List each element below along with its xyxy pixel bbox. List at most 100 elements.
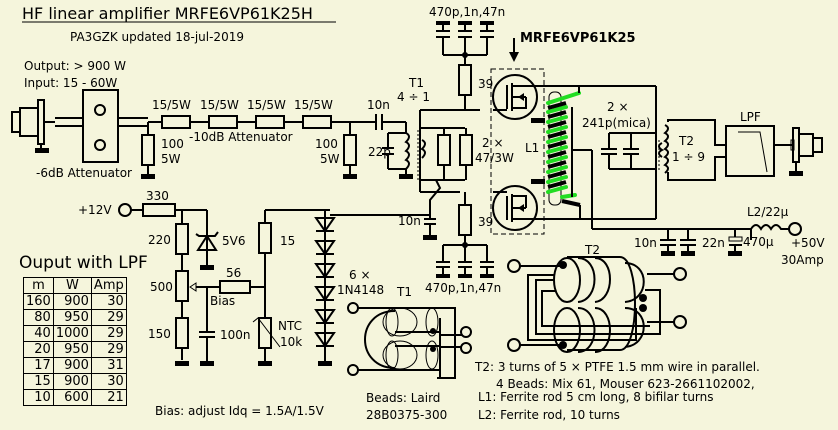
t2-output-transformer <box>663 119 726 181</box>
resistor-47-2 <box>459 134 473 166</box>
diode-1n4148-icon <box>314 332 336 348</box>
resistor-39-bottom <box>458 204 472 236</box>
zener-diode-icon <box>195 231 219 251</box>
table-cell: 900 <box>52 293 92 310</box>
supply-12v-terminal[interactable] <box>118 203 132 217</box>
t2-name-label: T2 <box>678 134 694 148</box>
t1-ratio-label: 4 ÷ 1 <box>397 90 430 104</box>
resistor-100-shunt-1 <box>141 134 155 166</box>
cap-mica-value-label: 241p(mica) <box>582 116 651 130</box>
caps-bottom-label: 470p,1n,47n <box>425 281 501 295</box>
cap-mica-count-label: 2 × <box>607 100 629 114</box>
potentiometer-500-label: 500 <box>150 280 173 294</box>
supply-caps <box>660 229 743 256</box>
resistor-39-bottom-label: 39 <box>478 215 493 229</box>
table-cell: 17 <box>23 357 54 374</box>
resistor-15-4-label: 15/5W <box>294 98 333 112</box>
cap-22n-label: 22n <box>702 236 725 250</box>
mosfet-top-icon <box>492 74 538 120</box>
diode-1n4148-icon <box>314 263 336 279</box>
table-header-cell: W <box>52 277 92 294</box>
lpf-block <box>725 125 775 177</box>
subtitle: PA3GZK updated 18-jul-2019 <box>70 30 244 44</box>
attenuator-6db-label: -6dB Attenuator <box>36 166 132 180</box>
beads-note: 4 Beads: Mix 61, Mouser 623-2661102002, <box>496 377 755 391</box>
decoupling-caps-top <box>436 21 494 65</box>
resistor-56 <box>219 280 251 294</box>
ground-icon <box>423 235 437 240</box>
table-cell: 29 <box>90 325 127 342</box>
table-cell: 40 <box>23 325 54 342</box>
resistor-100-shunt-2 <box>343 134 357 166</box>
table-cell: 30 <box>90 373 127 390</box>
supply-50v-terminal[interactable] <box>788 222 802 236</box>
wiper-arrow-icon[interactable] <box>189 282 197 292</box>
resistor-100b-value: 100 <box>315 137 338 151</box>
diode-string-icon <box>314 210 336 362</box>
table-header-cell: m <box>23 277 54 294</box>
diode-1n4148-icon <box>314 240 336 256</box>
output-connector-icon <box>789 127 823 176</box>
table-header-cell: Amp <box>90 277 127 294</box>
table-cell: 21 <box>90 389 127 406</box>
table-cell: 900 <box>52 373 92 390</box>
spec-input: Input: 15 - 60W <box>24 76 117 90</box>
zener-5v6-label: 5V6 <box>222 234 245 248</box>
input-connector-icon <box>11 99 55 153</box>
table-cell: 600 <box>52 389 92 406</box>
potentiometer-500 <box>175 270 189 302</box>
l1-note: L1: Ferrite rod 5 cm long, 8 bifilar tur… <box>478 390 714 404</box>
spec-output: Output: > 900 W <box>24 59 126 73</box>
table-cell: 30 <box>90 293 127 310</box>
supply-current-label: 30Amp <box>781 253 824 267</box>
ntc-value-label: 10k <box>280 335 302 349</box>
t2-note: T2: 3 turns of 5 × PTFE 1.5 mm wire in p… <box>474 360 760 374</box>
t1-balun-drawing <box>347 302 472 379</box>
table-cell: 900 <box>52 357 92 374</box>
resistor-47-1 <box>437 134 451 166</box>
cap-470u-label: 470µ <box>743 235 774 249</box>
beads-part-label: 28B0375-300 <box>366 408 447 422</box>
diodes-count-label: 6 × <box>349 268 371 282</box>
resistor-15-bias-label: 15 <box>280 234 295 248</box>
resistor-15-2-label: 15/5W <box>200 98 239 112</box>
resistor-15-3-label: 15/5W <box>247 98 286 112</box>
l1-inductor <box>546 91 581 207</box>
diodes-part-label: 1N4148 <box>337 283 384 297</box>
bias-note: Bias: adjust Idq = 1.5A/1.5V <box>155 404 325 418</box>
mosfet-bottom-icon <box>492 185 538 231</box>
diode-1n4148-icon <box>314 217 336 233</box>
ground-icon <box>343 174 357 179</box>
resistor-220 <box>175 223 189 255</box>
resistor-47-count-label: 2 × <box>482 136 504 150</box>
resistor-39-top-label: 39 <box>478 77 493 91</box>
cap-10n-output-label: 10n <box>634 236 657 250</box>
t1-balun-label: T1 <box>396 285 412 299</box>
l2-label: L2/22µ <box>747 205 789 219</box>
table-cell: 29 <box>90 309 127 326</box>
resistor-220-label: 220 <box>148 233 171 247</box>
transistor-package <box>490 68 545 235</box>
ntc-label: NTC <box>278 319 302 333</box>
resistor-39-top <box>458 64 472 96</box>
table-header-row: m W Amp <box>23 277 127 294</box>
ground-icon <box>399 174 413 179</box>
cap-mica-pair <box>601 132 656 170</box>
t1-primary-winding <box>400 132 410 170</box>
table-cell: 10 <box>23 389 54 406</box>
resistor-15-1 <box>161 115 191 129</box>
supply-12v-label: +12V <box>78 203 112 217</box>
table-cell: 950 <box>52 341 92 358</box>
decoupling-caps-bottom <box>436 235 494 278</box>
t2-ratio-label: 1 ÷ 9 <box>672 150 705 164</box>
cap-22p-label: 22p <box>368 145 391 159</box>
resistor-47-value-label: 47/3W <box>475 151 514 165</box>
table-cell: 1000 <box>52 325 92 342</box>
